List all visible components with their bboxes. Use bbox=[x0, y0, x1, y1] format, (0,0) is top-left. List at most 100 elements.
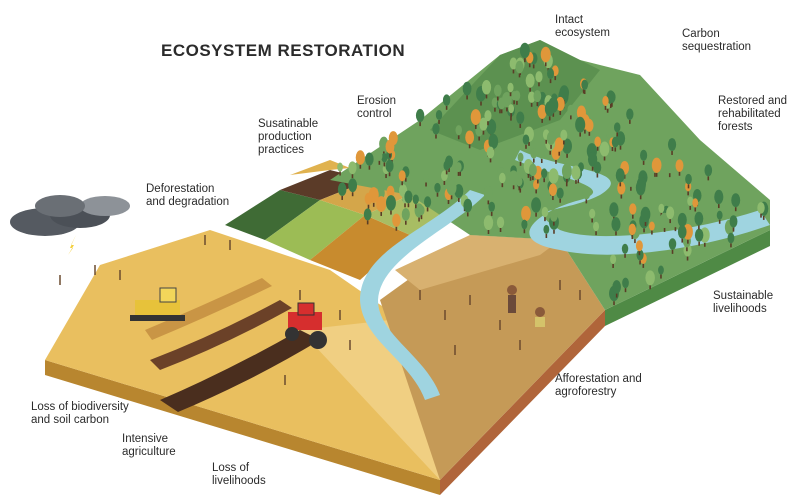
tree-trunk bbox=[553, 229, 555, 234]
tree-crown bbox=[376, 196, 387, 212]
tree-crown bbox=[486, 146, 495, 159]
tree-trunk bbox=[703, 242, 706, 247]
tree-trunk bbox=[545, 233, 548, 238]
tree-crown bbox=[424, 196, 432, 208]
tree-trunk bbox=[367, 204, 370, 209]
tree-trunk bbox=[698, 225, 700, 230]
tree-crown bbox=[454, 184, 464, 199]
tree-trunk bbox=[532, 176, 534, 181]
tree-crown bbox=[499, 172, 506, 184]
tree-crown bbox=[528, 91, 536, 103]
tree-crown bbox=[694, 211, 704, 226]
slab-front-edge bbox=[45, 360, 440, 495]
tree-trunk bbox=[478, 136, 480, 141]
tree-crown bbox=[507, 82, 514, 93]
tree-crown bbox=[599, 141, 610, 157]
tree-crown bbox=[675, 159, 684, 172]
tree-trunk bbox=[510, 116, 512, 121]
tree-crown bbox=[547, 68, 555, 80]
farmer-figures bbox=[507, 285, 545, 327]
tree-trunk bbox=[632, 214, 634, 219]
tree-trunk bbox=[694, 207, 697, 212]
tree-crown bbox=[455, 125, 462, 136]
tree-crown bbox=[611, 136, 619, 148]
tree-trunk bbox=[668, 173, 671, 178]
tree-crown bbox=[541, 206, 549, 218]
tree-trunk bbox=[435, 134, 437, 139]
tree-trunk bbox=[457, 171, 460, 176]
tree-crown bbox=[554, 137, 564, 152]
tree-trunk bbox=[395, 226, 398, 231]
tree-trunk bbox=[544, 217, 546, 222]
tree-crown bbox=[621, 243, 629, 254]
tree-crown bbox=[531, 197, 542, 213]
tree-trunk bbox=[487, 121, 489, 126]
tree-crown bbox=[385, 139, 395, 154]
tree-trunk bbox=[351, 174, 354, 179]
tree-crown bbox=[418, 205, 425, 216]
tree-trunk bbox=[663, 227, 666, 232]
tree-trunk bbox=[549, 79, 552, 84]
tree-trunk bbox=[552, 196, 554, 201]
tree-crown bbox=[593, 161, 602, 174]
tree-crown bbox=[530, 147, 538, 159]
tree-trunk bbox=[536, 102, 539, 107]
tree-crown bbox=[432, 123, 440, 135]
tree-crown bbox=[386, 195, 396, 211]
tree-trunk bbox=[554, 76, 557, 81]
tree-crown bbox=[589, 208, 596, 219]
tree-trunk bbox=[426, 207, 429, 212]
tree-trunk bbox=[559, 198, 561, 203]
tree-trunk bbox=[638, 251, 641, 256]
tree-trunk bbox=[643, 228, 645, 233]
tree-trunk bbox=[445, 170, 448, 175]
tree-crown bbox=[635, 240, 643, 252]
tree-crown bbox=[687, 196, 694, 206]
tree-crown bbox=[666, 206, 675, 220]
tree-trunk bbox=[512, 185, 515, 190]
tree-trunk bbox=[538, 82, 540, 87]
tree-crown bbox=[348, 178, 358, 193]
tree-trunk bbox=[606, 108, 609, 113]
tree-trunk bbox=[512, 69, 515, 74]
tilled-furrows bbox=[145, 278, 320, 412]
tree-crown bbox=[497, 97, 506, 110]
tree-crown bbox=[488, 133, 499, 150]
tree-trunk bbox=[624, 288, 627, 293]
tree-crown bbox=[415, 108, 425, 123]
tree-crown bbox=[376, 186, 385, 200]
tree-trunk bbox=[485, 94, 488, 99]
tree-trunk bbox=[566, 153, 568, 158]
slab-right-edge bbox=[605, 230, 770, 326]
tree-crown bbox=[543, 224, 550, 234]
tree-trunk bbox=[553, 221, 555, 226]
tree-crown bbox=[479, 117, 488, 131]
tree-trunk bbox=[500, 109, 503, 114]
tree-trunk bbox=[516, 100, 518, 105]
tree-trunk bbox=[425, 182, 427, 187]
tree-trunk bbox=[611, 102, 613, 107]
tree-crown bbox=[337, 162, 343, 172]
tree-trunk bbox=[529, 176, 532, 181]
tree-trunk bbox=[506, 107, 508, 112]
tree-trunk bbox=[642, 263, 645, 268]
tree-trunk bbox=[718, 219, 721, 224]
label-loss-livelihoods: Loss of livelihoods bbox=[212, 462, 266, 487]
tree-trunk bbox=[681, 238, 684, 243]
tree-crown bbox=[561, 163, 572, 179]
tree-trunk bbox=[528, 141, 530, 146]
tree-trunk bbox=[669, 219, 671, 224]
label-erosion-control: Erosion control bbox=[357, 95, 396, 120]
tree-trunk bbox=[760, 213, 762, 218]
tree-trunk bbox=[550, 144, 552, 149]
tree-crown bbox=[575, 116, 586, 133]
tree-trunk bbox=[341, 195, 343, 200]
tree-trunk bbox=[634, 239, 636, 244]
tree-trunk bbox=[629, 119, 631, 124]
tree-crown bbox=[544, 101, 555, 117]
tree-trunk bbox=[642, 160, 645, 165]
tree-trunk bbox=[707, 176, 710, 181]
tree-crown bbox=[617, 181, 626, 195]
tree-crown bbox=[465, 130, 475, 145]
